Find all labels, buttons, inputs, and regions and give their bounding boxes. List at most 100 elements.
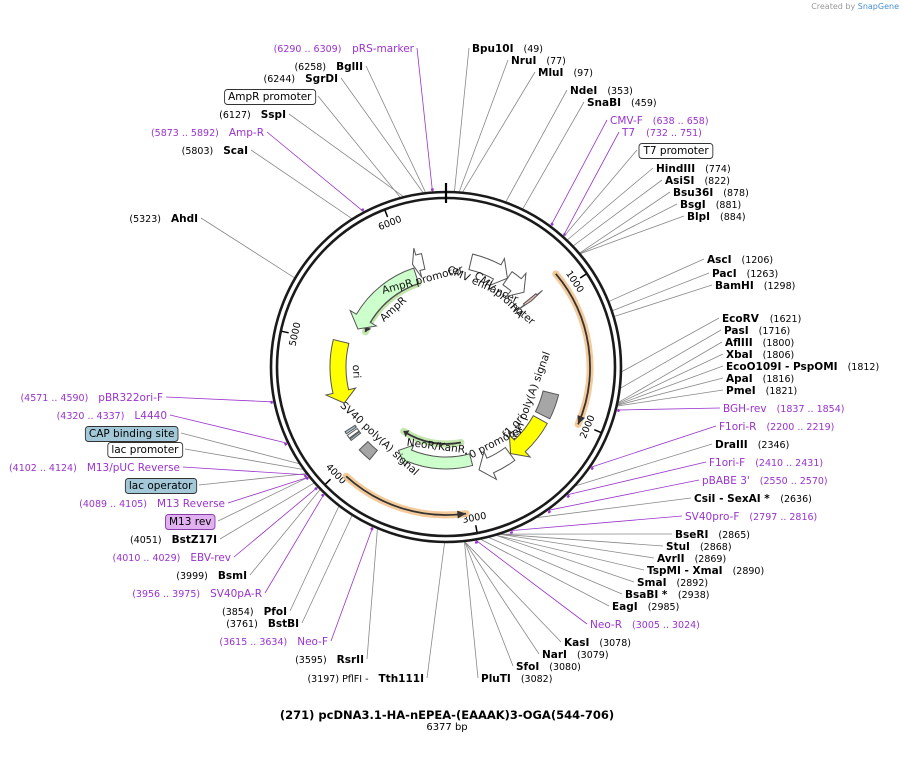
site-position-bsu36i: (878): [723, 188, 749, 199]
site-name-neo-r: Neo-R: [590, 619, 622, 631]
site-position-m13-puc-reverse: (4102 .. 4124): [9, 463, 77, 474]
label-nari[interactable]: NarI(3079): [542, 649, 609, 661]
label-csii-sexai[interactable]: CsiI - SexAI *(2636): [694, 493, 812, 505]
label-rsrii[interactable]: RsrII(3595): [295, 654, 364, 666]
label-sfoi[interactable]: SfoI(3080): [516, 661, 581, 673]
label-kasi[interactable]: KasI(3078): [564, 637, 631, 649]
feature-lac-promoter[interactable]: [346, 427, 360, 439]
label-cmv-f[interactable]: CMV-F(638 .. 658): [610, 115, 709, 127]
label-asci[interactable]: AscI(1206): [707, 254, 773, 266]
feature-ha[interactable]: [518, 289, 543, 310]
feature-ori[interactable]: [324, 338, 357, 404]
tick-mark: [384, 210, 389, 218]
label-paci[interactable]: PacI(1263): [712, 268, 778, 280]
feature-bgh-poly-a-signal[interactable]: [534, 390, 560, 420]
site-position-pasi: (1716): [759, 326, 791, 337]
label-ndei[interactable]: NdeI(353): [570, 85, 633, 97]
site-name-l4440: L4440: [134, 410, 167, 422]
label-pfoi[interactable]: PfoI(3854): [222, 606, 287, 618]
site-name-ecorv: EcoRV: [722, 313, 760, 325]
label-m13-reverse[interactable]: M13 Reverse(4089 .. 4105): [79, 498, 225, 510]
feature-box-text-lac-promoter: lac promoter: [111, 444, 179, 456]
orf-line: [403, 430, 462, 445]
label-tth111i[interactable]: Tth111I(3197) PflFI -: [307, 673, 424, 685]
label-blpi[interactable]: BlpI(884): [687, 211, 746, 223]
label-tspmi-xmai[interactable]: TspMI - XmaI(2890): [647, 565, 764, 577]
label-sv40pa-r[interactable]: SV40pA-R(3956 .. 3975): [132, 588, 262, 600]
label-lac-promoter[interactable]: lac promoter: [107, 442, 184, 458]
label-smai[interactable]: SmaI(2892): [637, 577, 708, 589]
label-bstbi[interactable]: BstBI(3761): [226, 618, 299, 630]
label-ecorv[interactable]: EcoRV(1621): [722, 313, 801, 325]
site-name-f1ori-r: F1ori-R: [719, 421, 756, 433]
primer-site-sv40pro-f: [509, 530, 514, 535]
label-pmei[interactable]: PmeI(1821): [726, 385, 797, 397]
label-draiii[interactable]: DraIII(2346): [715, 439, 789, 451]
label-ecoo109i-pspomi[interactable]: EcoO109I - PspOMI(1812): [726, 361, 879, 373]
label-mlui[interactable]: MluI(97): [538, 67, 593, 79]
feature-f1-ori[interactable]: [508, 414, 549, 458]
label-pluti[interactable]: PluTI(3082): [481, 673, 552, 685]
label-prs-marker[interactable]: pRS-marker(6290 .. 6309): [274, 43, 415, 55]
label-bsmi[interactable]: BsmI(3999): [176, 570, 247, 582]
label-asisi[interactable]: AsiSI(822): [665, 175, 730, 187]
label-stui[interactable]: StuI(2868): [666, 541, 732, 553]
label-bpu10i[interactable]: Bpu10I(49): [472, 43, 543, 55]
label-neo-r[interactable]: Neo-R(3005 .. 3024): [590, 619, 700, 631]
tick-mark: [474, 525, 478, 533]
label-f1ori-f[interactable]: F1ori-F(2410 .. 2431): [709, 457, 823, 469]
label-m13-rev[interactable]: M13 rev: [165, 514, 216, 530]
label-bstz17i[interactable]: BstZ17I(4051): [130, 534, 217, 546]
label-eagi[interactable]: EagI(2985): [612, 601, 679, 613]
label-lac-operator[interactable]: lac operator: [124, 478, 198, 494]
feature-sv40-poly-a-signal[interactable]: [358, 440, 379, 461]
label-pbabe-3[interactable]: pBABE 3'(2550 .. 2570): [702, 475, 828, 487]
feature-box-text-t7-promoter: T7 promoter: [643, 145, 710, 157]
label-bglii[interactable]: BglII(6258): [294, 61, 363, 73]
label-sgrdi[interactable]: SgrDI(6244): [264, 73, 338, 85]
feature-cmv-enhancer[interactable]: [468, 253, 508, 287]
label-bsu36i[interactable]: Bsu36I(878): [673, 187, 749, 199]
label-bsgi[interactable]: BsgI(881): [680, 199, 741, 211]
label-bgh-rev[interactable]: BGH-rev(1837 .. 1854): [723, 403, 844, 415]
site-position-asisi: (822): [704, 176, 730, 187]
leader-ndei: [505, 89, 568, 202]
feature-cap-binding-site[interactable]: [344, 424, 358, 435]
site-position-t7: (732 .. 751): [646, 128, 702, 139]
label-l4440[interactable]: L4440(4320 .. 4337): [57, 410, 167, 422]
label-xbai[interactable]: XbaI(1806): [726, 349, 794, 361]
feature-ampr[interactable]: [349, 267, 420, 330]
label-sspi[interactable]: SspI(6127): [219, 109, 286, 121]
label-bsabi[interactable]: BsaBI *(2938): [625, 589, 709, 601]
feature-sv40-promoter[interactable]: [478, 446, 516, 481]
label-t7[interactable]: T7(732 .. 751): [621, 127, 702, 139]
label-cap-binding-site[interactable]: CAP binding site: [84, 426, 179, 442]
label-ahdi[interactable]: AhdI(5323): [129, 213, 198, 225]
label-snabi[interactable]: SnaBI(459): [587, 97, 657, 109]
label-bamhi[interactable]: BamHI(1298): [715, 280, 795, 292]
feature-ampr-promoter[interactable]: [411, 247, 426, 278]
site-position-f1ori-f: (2410 .. 2431): [755, 458, 823, 469]
label-nrui[interactable]: NruI(77): [511, 55, 566, 67]
label-neo-f[interactable]: Neo-F(3615 .. 3634): [219, 636, 328, 648]
site-position-sspi: (6127): [219, 110, 251, 121]
feature-cmv-promoter[interactable]: [502, 270, 527, 298]
label-apai[interactable]: ApaI(1816): [726, 373, 794, 385]
label-afliii[interactable]: AflIII(1800): [725, 337, 794, 349]
label-bseri[interactable]: BseRI(2865): [675, 529, 750, 541]
label-scai[interactable]: ScaI(5803): [182, 145, 248, 157]
label-ebv-rev[interactable]: EBV-rev(4010 .. 4029): [113, 552, 232, 564]
label-amp-r[interactable]: Amp-R(5873 .. 5892): [151, 127, 264, 139]
label-m13-puc-reverse[interactable]: M13/pUC Reverse(4102 .. 4124): [9, 462, 180, 474]
label-sv40pro-f[interactable]: SV40pro-F(2797 .. 2816): [685, 511, 817, 523]
label-hindiii[interactable]: HindIII(774): [656, 163, 731, 175]
site-position-prs-marker: (6290 .. 6309): [274, 44, 342, 55]
feature-neor-kanr[interactable]: [397, 444, 474, 470]
feature-lac-operator[interactable]: [349, 431, 362, 442]
label-f1ori-r[interactable]: F1ori-R(2200 .. 2219): [719, 421, 834, 433]
label-avrii[interactable]: AvrII(2869): [657, 553, 726, 565]
label-pasi[interactable]: PasI(1716): [724, 325, 790, 337]
label-t7-promoter[interactable]: T7 promoter: [638, 143, 714, 159]
label-ampr-promoter[interactable]: AmpR promoter: [224, 89, 317, 105]
label-pbr322ori-f[interactable]: pBR322ori-F(4571 .. 4590): [20, 392, 163, 404]
